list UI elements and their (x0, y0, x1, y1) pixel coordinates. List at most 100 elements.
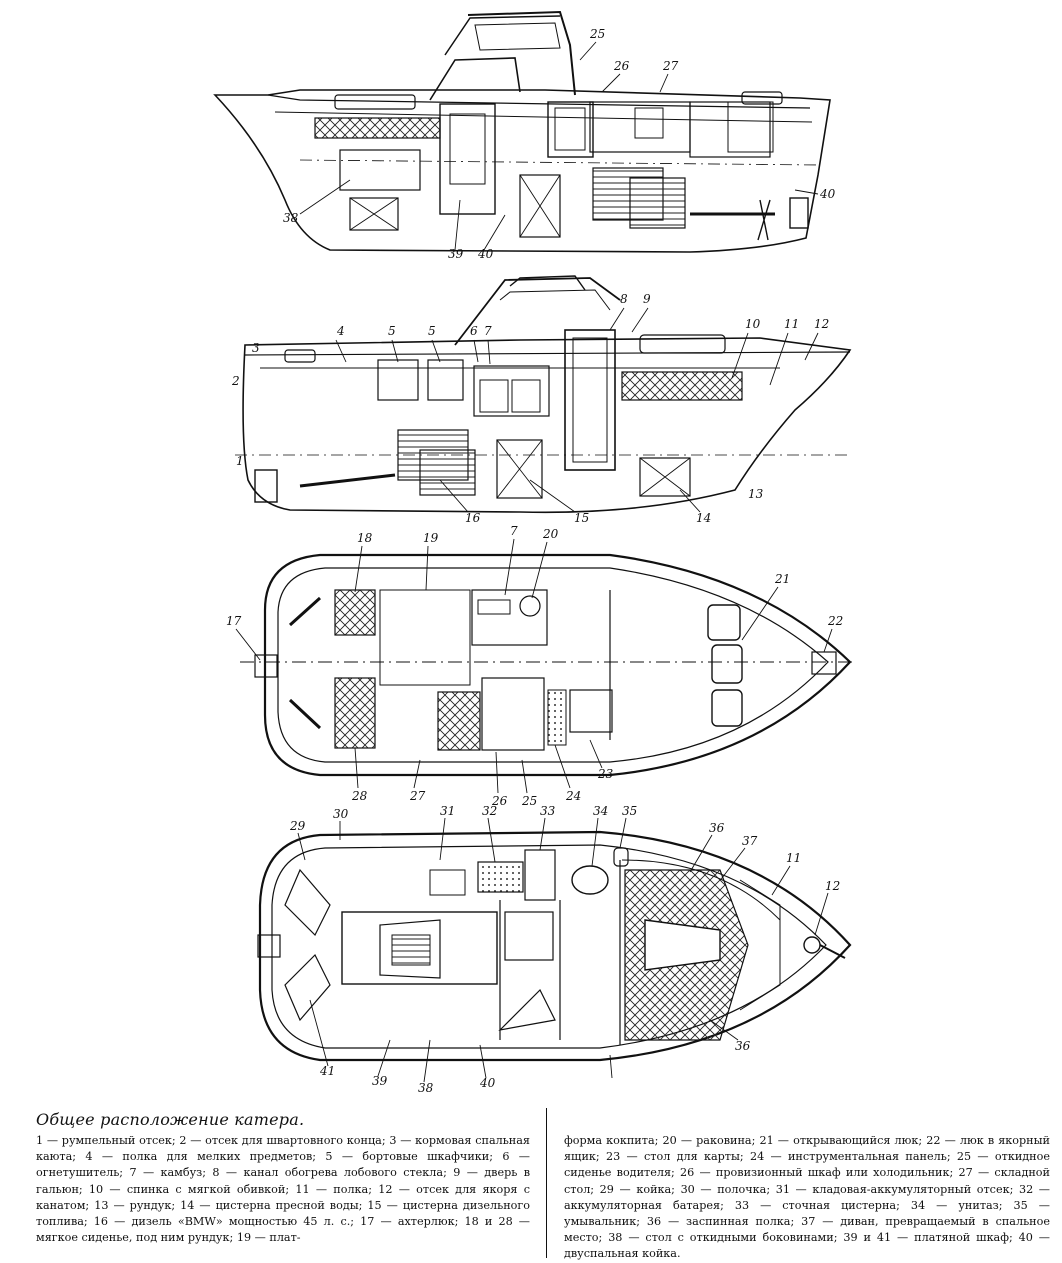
callout-label: 5 (388, 324, 396, 338)
callout-label: 30 (333, 807, 349, 821)
deck-line (244, 351, 851, 356)
callout-label: 17 (226, 614, 242, 628)
callout-label: 38 (283, 211, 299, 225)
window (284, 349, 316, 363)
callout-label: 36 (709, 821, 725, 835)
table-38 (379, 919, 441, 979)
window (334, 94, 416, 110)
callout-label: 25 (589, 27, 605, 41)
callout-label: 7 (510, 524, 518, 538)
cabin-top (454, 277, 621, 346)
boat-general-arrangement-drawing: 25 26 27 38 39 40 40 2 (213, 10, 855, 1095)
callout-label: 35 (622, 804, 637, 818)
cabinet-26 (547, 101, 594, 158)
callout-label: 40 (477, 247, 494, 261)
plan-interior-labels: 29 30 31 32 33 34 35 36 37 11 12 41 39 3… (289, 804, 840, 1095)
shelf-36 (621, 859, 781, 921)
sheer-line (274, 111, 813, 123)
legend-text-left: 1 — румпельный отсек; 2 — отсек для швар… (36, 1134, 530, 1245)
hull-outline (242, 337, 852, 514)
callout-label: 2 (231, 374, 240, 388)
window (639, 334, 726, 354)
callout-label: 12 (814, 317, 829, 331)
legend-text-right: форма кокпита; 20 — раковина; 21 — откры… (564, 1134, 1050, 1261)
plan-interior-view (257, 830, 852, 1062)
window (741, 91, 783, 105)
propeller (757, 199, 771, 241)
callout-label: 10 (745, 317, 761, 331)
callout-label: 23 (597, 767, 614, 781)
hatch (257, 934, 281, 958)
callout-label: 28 (351, 789, 368, 803)
sink-20 (519, 595, 541, 617)
hatch-22 (811, 651, 837, 675)
callout-label: 24 (565, 789, 581, 803)
callout-label: 7 (484, 324, 492, 338)
callout-label: 11 (786, 851, 801, 865)
callout-label: 4 (336, 324, 345, 338)
callout-label: 27 (662, 59, 679, 73)
callout-label: 14 (696, 511, 711, 525)
callout-label: 22 (827, 614, 843, 628)
locker (349, 197, 399, 231)
seat-block (437, 691, 481, 751)
callout-label: 29 (289, 819, 306, 833)
callout-label: 9 (643, 292, 651, 306)
callout-label: 15 (574, 511, 589, 525)
bunk-40 (689, 101, 771, 158)
callout-label: 16 (465, 511, 481, 525)
callout-label: 13 (748, 487, 764, 501)
callout-label: 33 (540, 804, 556, 818)
tank (519, 174, 561, 238)
cabinet-5 (377, 359, 419, 401)
toilet-34 (571, 865, 609, 895)
battery-32 (477, 861, 524, 893)
berth-29 (284, 868, 331, 937)
tank-33 (524, 849, 556, 901)
callout-label: 40 (819, 187, 836, 201)
anchor-12 (803, 936, 821, 954)
callout-label: 11 (784, 317, 799, 331)
profile-port-labels: 2 3 4 5 5 6 7 8 9 10 11 12 1 13 14 15 16 (231, 292, 829, 525)
rudder (254, 469, 278, 503)
callout-label: 6 (470, 324, 478, 338)
seat-cushion-quilted (314, 117, 441, 139)
cabinet-5 (427, 359, 464, 401)
tank-15 (496, 439, 543, 499)
callout-label: 26 (613, 59, 630, 73)
figure-caption-title: Общее расположение катера. (36, 1110, 305, 1129)
profile-starboard-labels: 25 26 27 38 39 40 40 (283, 27, 836, 261)
deck-line (267, 94, 811, 109)
profile-port-view (235, 275, 852, 514)
callout-label: 3 (252, 341, 260, 355)
door-9 (564, 329, 616, 471)
callout-label: 39 (372, 1074, 388, 1088)
callout-label: 26 (491, 794, 508, 808)
callout-label: 21 (774, 572, 790, 586)
callout-label: 19 (423, 531, 439, 545)
callout-label: 27 (409, 789, 426, 803)
callout-label: 38 (418, 1081, 434, 1095)
door-39 (439, 103, 496, 215)
callout-label: 12 (825, 879, 840, 893)
callout-label: 8 (620, 292, 628, 306)
callout-label: 5 (428, 324, 436, 338)
wardrobe-39 (504, 911, 554, 961)
hatch-17 (254, 654, 278, 678)
plan-deck-view (240, 553, 855, 777)
hatch-21 (707, 604, 741, 641)
galley-block (589, 101, 691, 153)
callout-label: 41 (319, 1064, 335, 1078)
profile-starboard-view (213, 10, 831, 253)
callout-label: 31 (440, 804, 455, 818)
callout-label: 32 (482, 804, 497, 818)
callout-label: 1 (236, 454, 244, 468)
column-divider (546, 1108, 547, 1258)
callout-label: 18 (357, 531, 373, 545)
backrest-10 (621, 371, 743, 401)
cabin-top (429, 57, 521, 101)
washbasin-35 (613, 847, 629, 867)
callout-label: 36 (735, 1039, 751, 1053)
callout-label: 20 (542, 527, 559, 541)
galley-7 (473, 365, 550, 417)
